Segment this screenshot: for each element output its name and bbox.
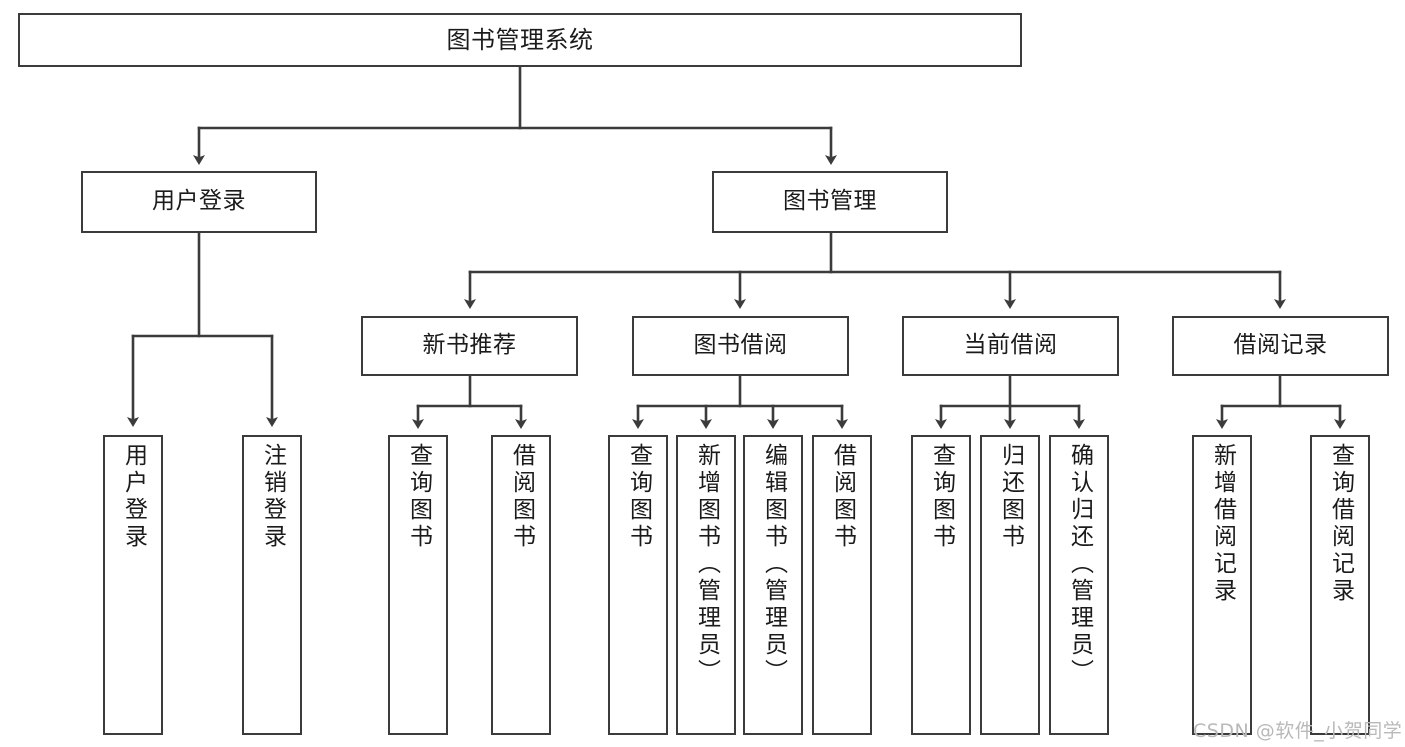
- leaf-return-book-label: 归还图书: [997, 443, 1024, 551]
- leaf-query-book-1[interactable]: 查询图书: [388, 435, 448, 735]
- leaf-logout[interactable]: 注销登录: [242, 435, 302, 735]
- leaf-query-book-3-label: 查询图书: [928, 443, 955, 551]
- leaf-query-book-1-label: 查询图书: [405, 443, 432, 551]
- node-new-book-recommend[interactable]: 新书推荐: [361, 316, 578, 376]
- node-root[interactable]: 图书管理系统: [18, 13, 1022, 67]
- leaf-query-record[interactable]: 查询借阅记录: [1310, 435, 1370, 735]
- leaf-confirm-return[interactable]: 确认归还（管理员）: [1049, 435, 1109, 735]
- node-borrow-record-label: 借阅记录: [1233, 332, 1328, 359]
- leaf-logout-label: 注销登录: [259, 443, 286, 551]
- node-user-login-label: 用户登录: [152, 188, 246, 215]
- node-book-manage[interactable]: 图书管理: [712, 171, 948, 233]
- leaf-add-record[interactable]: 新增借阅记录: [1192, 435, 1252, 735]
- node-book-manage-label: 图书管理: [783, 188, 877, 215]
- node-book-borrow-label: 图书借阅: [693, 332, 788, 359]
- leaf-add-book-label: 新增图书（管理员）: [693, 443, 720, 686]
- leaf-query-book-2-label: 查询图书: [625, 443, 652, 551]
- node-current-borrow[interactable]: 当前借阅: [902, 316, 1119, 376]
- leaf-query-book-3[interactable]: 查询图书: [911, 435, 971, 735]
- leaf-confirm-return-label: 确认归还（管理员）: [1066, 443, 1093, 686]
- leaf-borrow-book-1[interactable]: 借阅图书: [491, 435, 551, 735]
- leaf-edit-book[interactable]: 编辑图书（管理员）: [743, 435, 803, 735]
- node-book-borrow[interactable]: 图书借阅: [632, 316, 849, 376]
- leaf-borrow-book-2-label: 借阅图书: [829, 443, 856, 551]
- node-root-label: 图书管理系统: [446, 25, 594, 54]
- leaf-user-login[interactable]: 用户登录: [103, 435, 163, 735]
- node-new-book-recommend-label: 新书推荐: [422, 332, 517, 359]
- leaf-add-book[interactable]: 新增图书（管理员）: [676, 435, 736, 735]
- node-user-login[interactable]: 用户登录: [81, 171, 317, 233]
- leaf-return-book[interactable]: 归还图书: [980, 435, 1040, 735]
- leaf-query-book-2[interactable]: 查询图书: [608, 435, 668, 735]
- node-current-borrow-label: 当前借阅: [963, 332, 1058, 359]
- leaf-user-login-label: 用户登录: [120, 443, 147, 551]
- leaf-edit-book-label: 编辑图书（管理员）: [760, 443, 787, 686]
- node-borrow-record[interactable]: 借阅记录: [1172, 316, 1389, 376]
- leaf-add-record-label: 新增借阅记录: [1209, 443, 1236, 605]
- leaf-query-record-label: 查询借阅记录: [1327, 443, 1354, 605]
- leaf-borrow-book-1-label: 借阅图书: [508, 443, 535, 551]
- leaf-borrow-book-2[interactable]: 借阅图书: [812, 435, 872, 735]
